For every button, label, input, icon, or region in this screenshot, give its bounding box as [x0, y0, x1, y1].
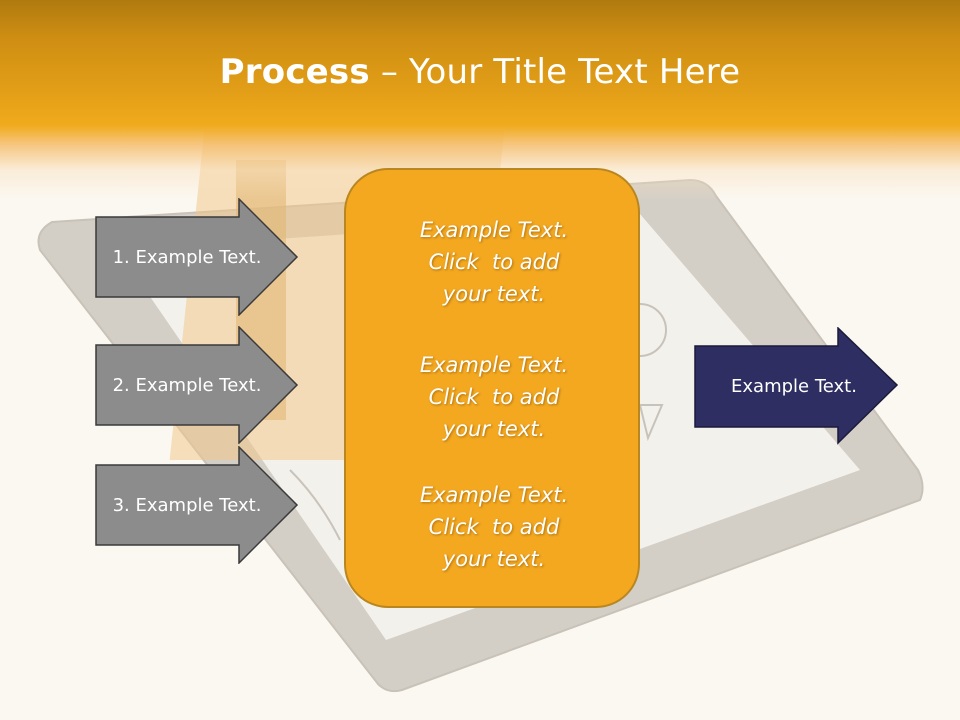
center-line: Example Text.: [419, 483, 569, 507]
center-line: Example Text.: [419, 218, 569, 242]
output-arrow[interactable]: Example Text.: [694, 327, 900, 445]
center-line: your text.: [442, 547, 546, 571]
step-arrow-2[interactable]: 2. Example Text.: [95, 326, 299, 444]
output-arrow-shape: [694, 327, 899, 445]
center-line: Click to add: [428, 250, 560, 274]
step-label: 2. Example Text.: [112, 374, 262, 396]
center-line: your text.: [442, 282, 546, 306]
title-text: Your Title Text Here: [409, 52, 741, 92]
title-bold: Process: [219, 52, 370, 92]
step-arrow-shape: [95, 198, 299, 316]
step-arrow-shape: [95, 446, 299, 564]
center-block-2: Example Text. Click to add your text.: [346, 349, 642, 445]
step-arrow-1[interactable]: 1. Example Text.: [95, 198, 299, 316]
step-arrow-3[interactable]: 3. Example Text.: [95, 446, 299, 564]
header-band: [0, 0, 960, 200]
slide-title[interactable]: Process – Your Title Text Here: [0, 52, 960, 92]
center-line: Click to add: [428, 515, 560, 539]
step-label: 3. Example Text.: [112, 494, 262, 516]
center-block-3: Example Text. Click to add your text.: [346, 479, 642, 575]
step-arrow-shape: [95, 326, 299, 444]
center-block-1: Example Text. Click to add your text.: [346, 214, 642, 310]
title-dash: –: [369, 52, 410, 92]
output-label: Example Text.: [731, 375, 857, 397]
center-line: Example Text.: [419, 353, 569, 377]
center-line: your text.: [442, 417, 546, 441]
center-text-box[interactable]: Example Text. Click to add your text. Ex…: [344, 168, 640, 608]
step-label: 1. Example Text.: [112, 246, 262, 268]
center-line: Click to add: [428, 385, 560, 409]
